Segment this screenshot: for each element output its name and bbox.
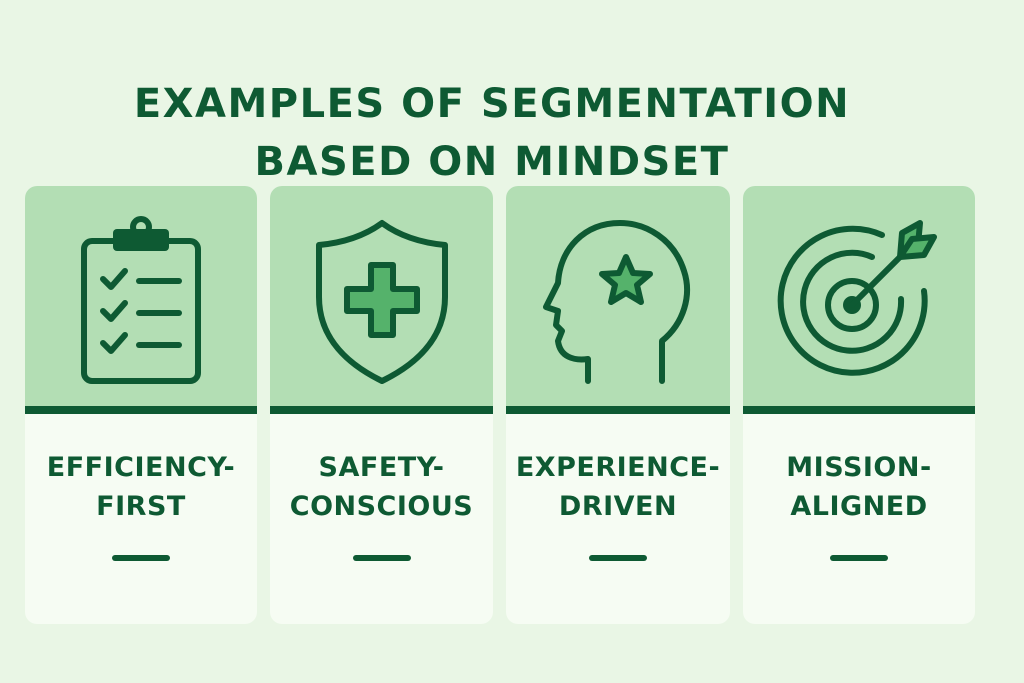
head-star-icon (506, 206, 730, 396)
shield-cross-icon (270, 206, 493, 396)
card-label-line-1: SAFETY- (318, 452, 445, 483)
title-line-1: EXAMPLES OF SEGMENTATION (133, 80, 851, 127)
card-safety-conscious: SAFETY- CONSCIOUS (270, 186, 493, 624)
card-experience-driven: EXPERIENCE- DRIVEN (506, 186, 730, 624)
card-label-line-2: FIRST (96, 491, 186, 522)
card-label-line-2: DRIVEN (558, 491, 678, 522)
card-label-line-2: ALIGNED (790, 491, 928, 522)
card-dash (112, 555, 170, 561)
card-label: EFFICIENCY- FIRST (25, 448, 257, 526)
title-line-2: BASED ON MINDSET (254, 138, 730, 185)
card-label-line-1: MISSION- (786, 452, 932, 483)
card-divider (270, 406, 493, 414)
card-efficiency-first: EFFICIENCY- FIRST (25, 186, 257, 624)
card-label: SAFETY- CONSCIOUS (270, 448, 493, 526)
card-header-panel (25, 186, 257, 406)
clipboard-checklist-icon (25, 206, 257, 396)
card-dash (830, 555, 888, 561)
card-label-line-2: CONSCIOUS (289, 491, 474, 522)
target-arrow-icon (743, 206, 975, 396)
card-label: EXPERIENCE- DRIVEN (506, 448, 730, 526)
card-divider (25, 406, 257, 414)
card-dash (589, 555, 647, 561)
page-title: EXAMPLES OF SEGMENTATION BASED ON MINDSE… (0, 75, 984, 191)
card-label: MISSION- ALIGNED (743, 448, 975, 526)
card-label-line-1: EFFICIENCY- (46, 452, 236, 483)
card-divider (743, 406, 975, 414)
card-mission-aligned: MISSION- ALIGNED (743, 186, 975, 624)
card-label-line-1: EXPERIENCE- (515, 452, 721, 483)
card-divider (506, 406, 730, 414)
card-dash (352, 555, 411, 561)
